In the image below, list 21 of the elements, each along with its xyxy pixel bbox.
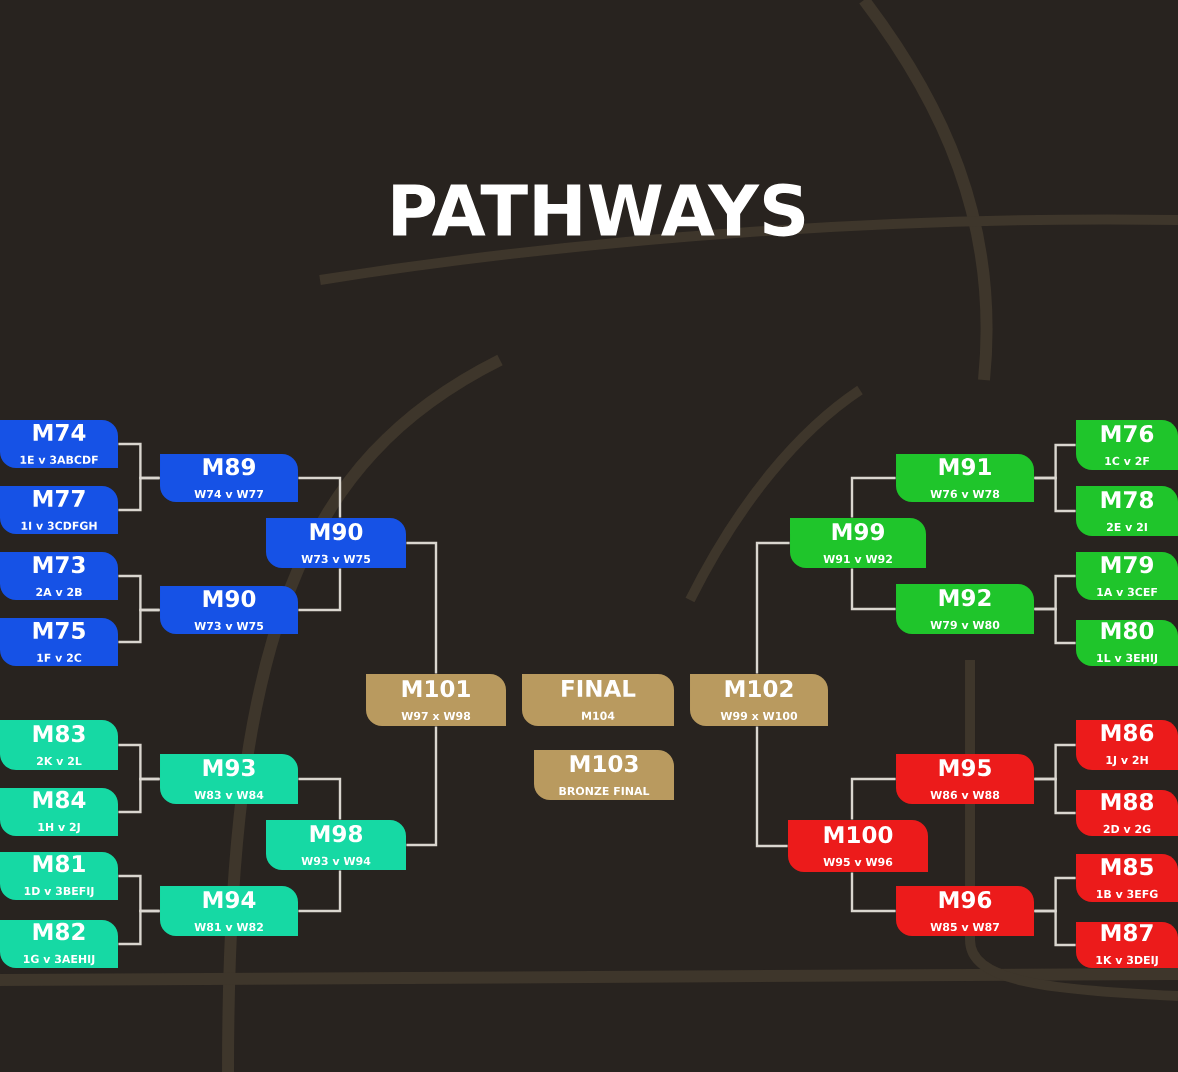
connector-line [755, 726, 788, 848]
connector-line [298, 568, 342, 612]
connector-line [118, 909, 160, 946]
connector-line [1034, 777, 1076, 815]
connector-line [1034, 909, 1076, 947]
connector-line [298, 777, 342, 820]
connector-line [406, 726, 438, 847]
connector-line [850, 568, 896, 611]
connector-line [298, 870, 342, 913]
connector-line [1034, 476, 1076, 513]
connector-line [850, 872, 896, 913]
connector-line [850, 777, 896, 820]
title: PATHWAYS [393, 183, 805, 237]
connector-line [850, 476, 896, 518]
connector-line [118, 608, 160, 644]
connector-line [118, 777, 160, 814]
connector-line [118, 476, 160, 512]
connector-line [298, 476, 342, 518]
connector-line [406, 541, 438, 674]
connector-line [755, 541, 790, 674]
connector-line [1034, 607, 1076, 645]
